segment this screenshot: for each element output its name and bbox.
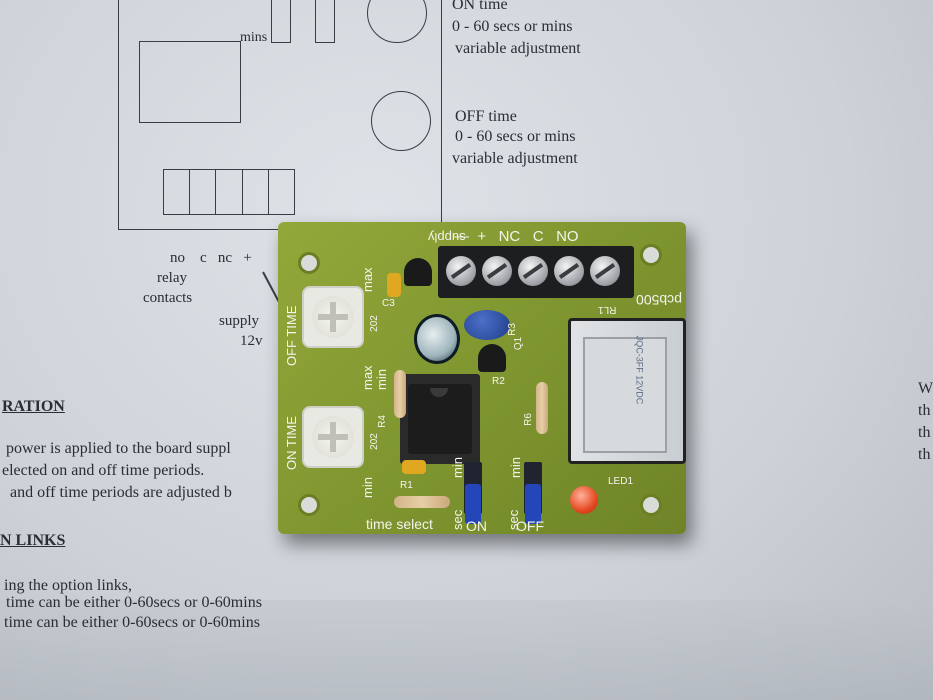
mount-hole-br [640,494,662,516]
capacitor-small [402,460,426,474]
on-time-adjustment: variable adjustment [455,40,581,57]
off-time-label: OFF TIME [284,305,299,366]
terminal-plus[interactable] [482,256,512,286]
off-min-select-label: min [508,457,523,478]
timer-pcb: supply — + NC C NO pcb500 OFF TIME ON TI… [278,222,686,534]
resistor-r4 [394,370,406,418]
right-fragment-3: th [918,424,931,441]
pcb-terminal-labels: — + NC C NO [454,228,579,245]
diagram-terminal-strip [163,169,295,215]
r6-label: R6 [522,413,534,426]
on-min-select-label: min [450,457,465,478]
off-time-potentiometer[interactable] [302,286,364,348]
resistor-r1 [394,496,450,508]
supply-label: supply [219,313,260,329]
relay-label: relay [157,270,187,286]
mount-hole-tl [298,252,320,274]
transistor-q1 [478,344,506,372]
q1-label: Q1 [513,336,525,351]
pcb-id-label: pcb500 [636,292,682,308]
mins-label: mins [240,30,268,45]
r3-label: R3 [506,323,518,336]
on-min-label: min [360,477,375,498]
electrolytic-capacitor [414,314,460,364]
terminal-minus[interactable] [446,256,476,286]
section-operation-heading: RATION [2,398,65,415]
on-max-label: max [360,365,375,390]
diagram-link-1 [271,0,291,43]
led1 [570,486,598,514]
off-pot-value: 202 [368,315,380,332]
mount-hole-tr [640,244,662,266]
timer-ic [408,384,472,454]
links-line-2: time can be either 0-60secs or 0-60mins [6,594,262,611]
paper-fold-shadow [0,600,933,700]
right-fragment-2: th [918,402,931,419]
section-links-heading: N LINKS [0,532,66,549]
mount-hole-bl [298,494,320,516]
supply-voltage: 12v [240,333,263,349]
terminal-c[interactable] [554,256,584,286]
operation-line-2: elected on and off time periods. [2,462,205,479]
links-line-1: ing the option links, [4,577,132,594]
voltage-regulator [404,258,432,286]
on-time-range: 0 - 60 secs or mins [452,18,573,35]
r4-label: R4 [376,415,388,428]
off-min-label: min [374,369,389,390]
on-time-potentiometer[interactable] [302,406,364,468]
on-sec-select-label: sec [450,509,465,530]
blue-ceramic-capacitor [464,310,510,340]
off-time-select-jumper[interactable] [525,484,541,524]
links-line-3: time can be either 0-60secs or 0-60mins [4,614,260,631]
right-fragment-4: th [918,446,931,463]
c3-label: C3 [382,298,395,309]
resistor-r6 [536,382,548,434]
screw-terminal-block[interactable] [438,246,634,298]
operation-line-1: power is applied to the board suppl [6,440,231,457]
on-pot-value: 202 [368,433,380,450]
off-time-range: 0 - 60 secs or mins [455,128,576,145]
r1-label: R1 [400,480,413,491]
off-time-adjustment: variable adjustment [452,150,578,167]
relay-rl1: JQC-3FF 12VDC [568,318,686,464]
on-time-label: ON TIME [284,416,299,470]
off-select-label: OFF [516,518,544,534]
on-time-select-jumper[interactable] [465,484,481,524]
diagram-relay-box [139,41,241,123]
diagram-off-pot [371,91,431,151]
diagram-link-2 [315,0,335,43]
board-diagram [118,0,442,230]
terminal-nc[interactable] [518,256,548,286]
right-fragment-1: W [918,380,933,397]
terminal-no[interactable] [590,256,620,286]
diagram-on-pot [367,0,427,43]
relay-terminals-label: no c nc + [170,250,252,266]
contacts-label: contacts [143,290,193,306]
on-select-label: ON [466,518,487,534]
r2-label: R2 [492,376,505,387]
rl1-label: RL1 [598,304,617,315]
off-time-title: OFF time [455,108,517,125]
on-time-title: ON time [452,0,508,13]
led1-label: LED1 [608,476,634,487]
capacitor-c3 [387,273,401,297]
time-select-label: time select [366,516,433,532]
operation-line-3: and off time periods are adjusted b [10,484,232,501]
